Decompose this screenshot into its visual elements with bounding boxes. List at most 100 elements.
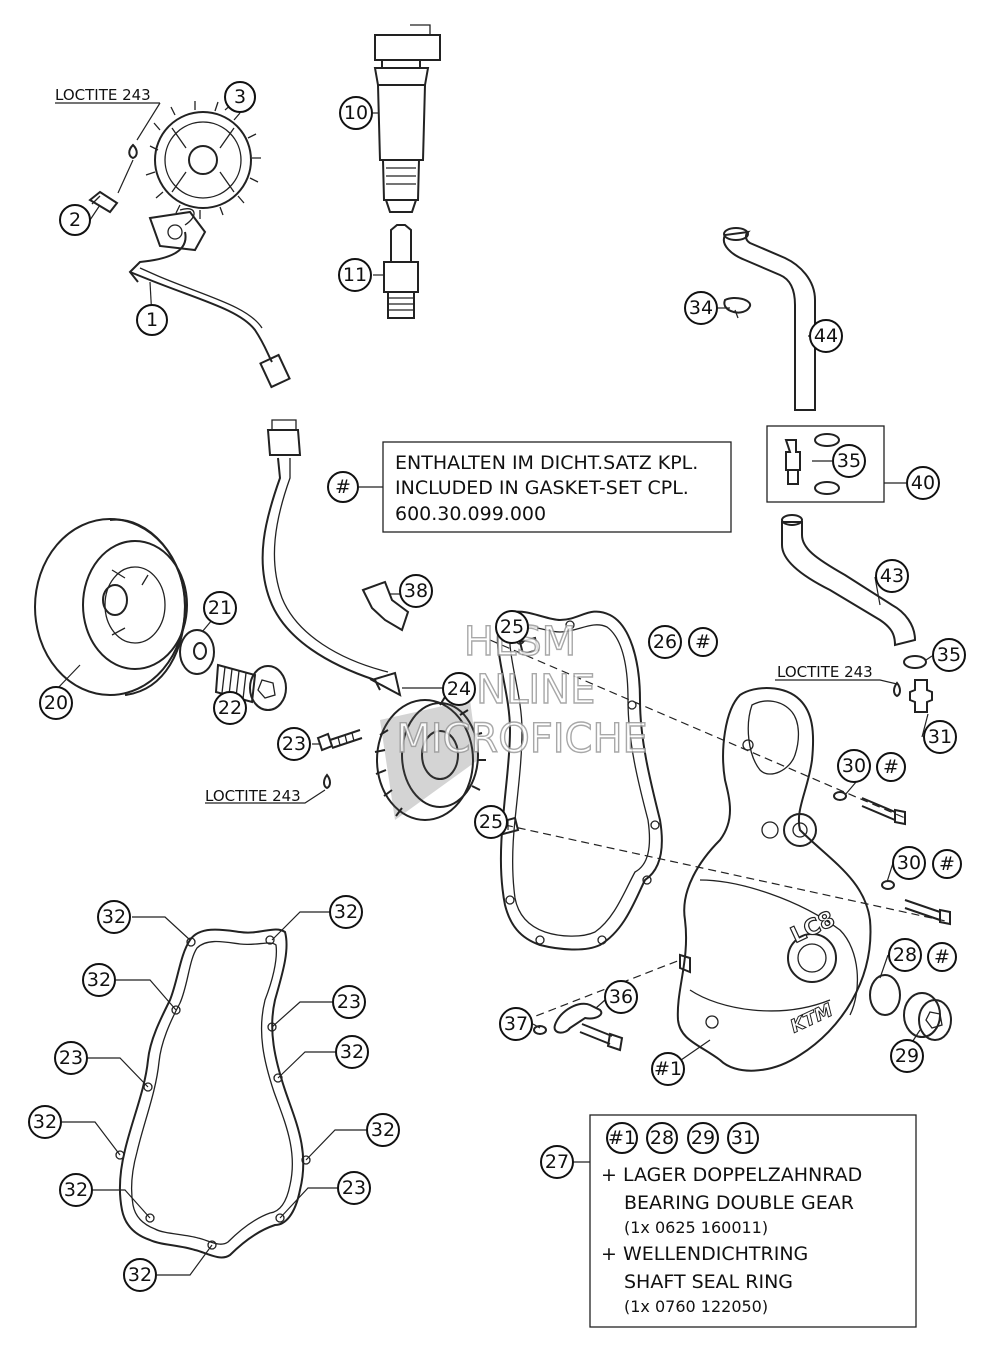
- flywheel-rotor: [34, 518, 188, 696]
- kit-note-line-5: SHAFT SEAL RING: [624, 1271, 794, 1293]
- svg-text:#: #: [695, 631, 711, 653]
- kit-note-line-1: + LAGER DOPPELZAHNRAD: [601, 1164, 863, 1186]
- callout-22: 22: [213, 691, 247, 725]
- vent-hose-upper: [722, 227, 816, 411]
- svg-text:#1: #1: [608, 1127, 636, 1149]
- callout-32: 32: [82, 963, 116, 997]
- svg-text:#: #: [335, 476, 351, 498]
- callout-1: 1: [136, 304, 168, 336]
- svg-text:44: 44: [814, 325, 838, 347]
- spark-plug: [383, 224, 419, 319]
- callout-32: 32: [97, 900, 131, 934]
- svg-text:37: 37: [504, 1013, 528, 1035]
- callout-30: 30: [837, 749, 871, 783]
- washer: [533, 1025, 547, 1035]
- callout-25: 25: [495, 610, 529, 644]
- callout-40: 40: [906, 466, 940, 500]
- callout-11: 11: [338, 258, 372, 292]
- sensor-cable: [128, 231, 291, 389]
- callout-35: 35: [832, 444, 866, 478]
- svg-text:MICROFICHE: MICROFICHE: [396, 716, 648, 762]
- callout-25: 25: [474, 805, 508, 839]
- svg-text:21: 21: [208, 597, 232, 619]
- svg-text:30: 30: [897, 852, 921, 874]
- svg-text:32: 32: [128, 1264, 152, 1286]
- svg-text:11: 11: [343, 264, 367, 286]
- hose-holder-clip: [553, 1002, 603, 1034]
- callout-2: 2: [59, 204, 91, 236]
- svg-text:32: 32: [33, 1111, 57, 1133]
- svg-text:29: 29: [691, 1127, 715, 1149]
- svg-text:32: 32: [340, 1041, 364, 1063]
- callout-24: 24: [442, 672, 476, 706]
- callout-35: 35: [932, 638, 966, 672]
- svg-text:31: 31: [731, 1127, 755, 1149]
- callout-32: 32: [28, 1105, 62, 1139]
- svg-text:23: 23: [59, 1047, 83, 1069]
- svg-text:32: 32: [334, 901, 358, 923]
- svg-text:#: #: [939, 853, 955, 875]
- cover-screw-lower: [881, 880, 951, 926]
- loctite-label: LOCTITE 243: [205, 787, 301, 805]
- callout-30-hash: #: [876, 752, 906, 782]
- vent-hose-lower: [781, 514, 917, 647]
- ignition-cover: LC8 KTM: [676, 687, 872, 1072]
- svg-text:36: 36: [609, 986, 633, 1008]
- svg-text:23: 23: [337, 991, 361, 1013]
- cover-screw-upper: [833, 791, 906, 826]
- callout-44: 44: [809, 319, 843, 353]
- svg-text:#: #: [934, 946, 950, 968]
- trigger-wheel: [145, 101, 261, 219]
- callout-30-hash: #: [932, 849, 962, 879]
- callout-37: 37: [499, 1007, 533, 1041]
- loctite-drop-icon: [128, 143, 138, 160]
- flywheel-washer: [179, 629, 215, 675]
- callout-32: 32: [59, 1173, 93, 1207]
- svg-text:23: 23: [342, 1177, 366, 1199]
- callout-23: 23: [54, 1041, 88, 1075]
- cover-plug: [903, 992, 952, 1041]
- dowel-pin-upper: [518, 636, 540, 656]
- svg-text:25: 25: [500, 616, 524, 638]
- svg-text:35: 35: [937, 644, 961, 666]
- svg-text:28: 28: [893, 944, 917, 966]
- svg-text:26: 26: [653, 631, 677, 653]
- callout-23: 23: [332, 985, 366, 1019]
- outer-cover-gasket: [115, 928, 311, 1259]
- callout-kit-hash1: #1: [606, 1122, 638, 1154]
- svg-text:31: 31: [928, 726, 952, 748]
- callout-28: 28: [888, 938, 922, 972]
- stator-screw: [316, 729, 363, 752]
- kit-note-line-3: (1x 0625 160011): [624, 1218, 769, 1237]
- svg-text:29: 29: [895, 1045, 919, 1067]
- callout-29: 29: [890, 1039, 924, 1073]
- callout-28-hash: #: [927, 942, 957, 972]
- svg-text:1: 1: [146, 309, 158, 331]
- check-valve: [784, 439, 801, 485]
- svg-text:2: 2: [69, 209, 81, 231]
- svg-text:35: 35: [837, 450, 861, 472]
- svg-text:24: 24: [447, 678, 471, 700]
- callout-23: 23: [337, 1171, 371, 1205]
- gasket-note-part-number: 600.30.099.000: [395, 503, 547, 525]
- svg-text:28: 28: [650, 1127, 674, 1149]
- svg-text:30: 30: [842, 755, 866, 777]
- callout-3: 3: [224, 81, 256, 113]
- callout-kit-31: 31: [727, 1122, 759, 1154]
- stator-cable: [261, 419, 402, 697]
- callout-38: 38: [399, 574, 433, 608]
- sensor-bolt: [88, 190, 119, 214]
- callout-27: 27: [540, 1145, 574, 1179]
- svg-text:25: 25: [479, 811, 503, 833]
- callout-hash1: #1: [651, 1052, 685, 1086]
- svg-text:32: 32: [102, 906, 126, 928]
- gasket-note-line-1: ENTHALTEN IM DICHT.SATZ KPL.: [395, 452, 699, 474]
- callout-26: 26: [648, 625, 682, 659]
- svg-text:10: 10: [344, 102, 368, 124]
- o-ring: [869, 974, 901, 1016]
- callout-20: 20: [39, 686, 73, 720]
- callout-10: 10: [339, 96, 373, 130]
- flywheel-bolt: [214, 663, 287, 711]
- callout-43: 43: [875, 559, 909, 593]
